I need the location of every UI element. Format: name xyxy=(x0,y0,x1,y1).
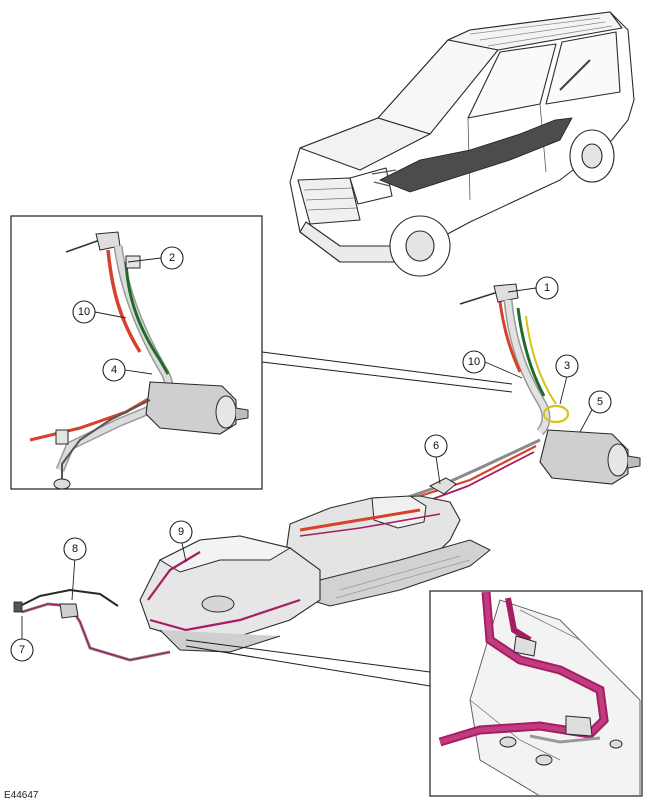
callout-10-inset: 10 xyxy=(72,300,96,324)
callout-8: 8 xyxy=(63,537,87,561)
callout-7: 7 xyxy=(10,638,34,662)
callout-4: 4 xyxy=(102,358,126,382)
svg-text:3: 3 xyxy=(564,360,570,372)
svg-text:7: 7 xyxy=(19,644,25,656)
vehicle-fuel-system-silhouette xyxy=(371,59,591,193)
inset-connector-line xyxy=(185,645,431,687)
callout-9: 9 xyxy=(169,520,193,544)
callout-1: 1 xyxy=(535,276,559,300)
callout-10: 10 xyxy=(462,350,486,374)
filler-neck-assembly xyxy=(459,283,641,485)
front-fuel-lines xyxy=(13,588,171,662)
svg-text:5: 5 xyxy=(597,396,603,408)
callout-5: 5 xyxy=(588,390,612,414)
fuel-tank-front-section xyxy=(139,535,321,653)
callout-6: 6 xyxy=(424,434,448,458)
svg-text:1: 1 xyxy=(544,282,550,294)
svg-text:10: 10 xyxy=(78,306,90,318)
svg-text:2: 2 xyxy=(169,252,175,264)
svg-text:8: 8 xyxy=(72,543,78,555)
callout-leaders xyxy=(21,257,595,640)
svg-text:4: 4 xyxy=(111,364,117,376)
inset-connector-line xyxy=(185,639,431,673)
figure-code: E44647 xyxy=(4,790,39,801)
svg-text:10: 10 xyxy=(468,356,480,368)
inset-connector-line xyxy=(261,361,513,393)
fuel-tank-rear-section xyxy=(285,495,491,607)
callout-3: 3 xyxy=(555,354,579,378)
line-connection-inset-drawing xyxy=(438,592,641,795)
svg-text:9: 9 xyxy=(178,526,184,538)
vehicle-illustration xyxy=(289,11,635,277)
svg-text:6: 6 xyxy=(433,440,439,452)
filler-neck-inset-drawing xyxy=(29,231,249,490)
callout-2: 2 xyxy=(160,246,184,270)
inset-connector-line xyxy=(261,351,513,385)
